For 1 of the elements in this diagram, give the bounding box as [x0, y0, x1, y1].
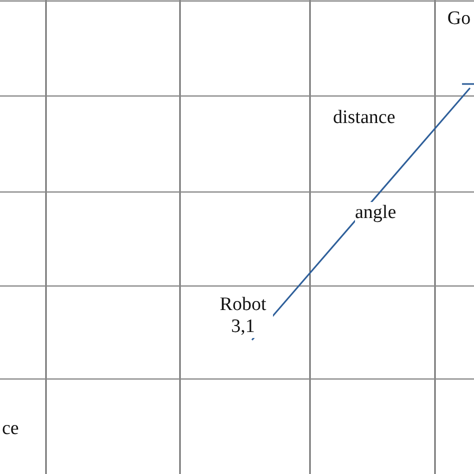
angle-label: angle [355, 202, 396, 224]
